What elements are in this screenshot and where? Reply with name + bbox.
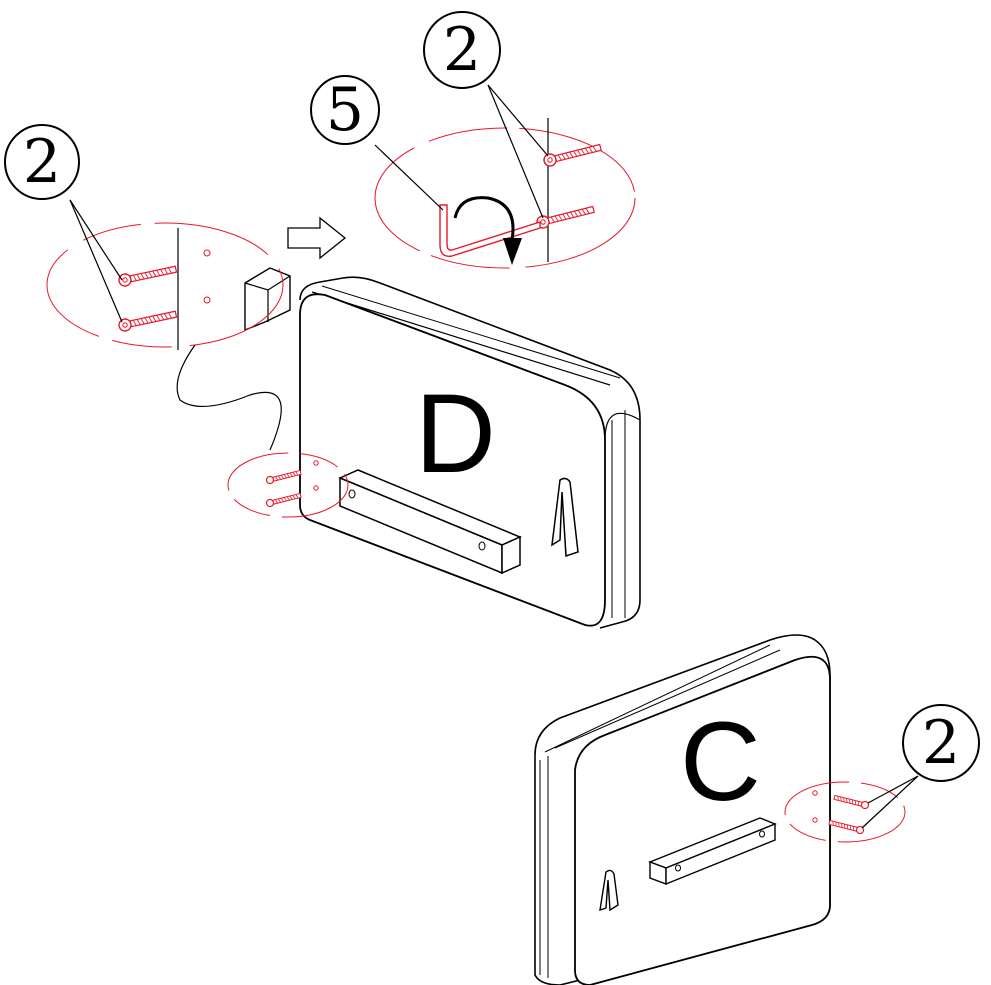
svg-text:2: 2 [443, 15, 481, 85]
outline-arrow-icon [287, 216, 347, 260]
panel-c-rail [648, 817, 777, 886]
panel-c-label: C [680, 699, 761, 824]
svg-text:2: 2 [922, 708, 960, 778]
callout-c1: 2 [4, 124, 123, 323]
bolt-group-top-left [46, 222, 284, 451]
callout-c3: 2 [423, 11, 549, 219]
bolt-group-top [374, 118, 636, 269]
panel-d-clip [551, 477, 579, 558]
svg-text:2: 2 [23, 127, 61, 197]
panel-d: D [299, 276, 641, 629]
panel-d-rail [338, 469, 522, 575]
hex-key-icon [439, 204, 541, 257]
bolt-group-d-bottom [227, 452, 349, 518]
rotate-arrow-icon [453, 196, 515, 241]
callout-c4: 2 [861, 704, 980, 829]
bolt-group-c-right [784, 781, 906, 843]
panel-c-clip [599, 869, 619, 912]
callout-c2: 5 [310, 75, 444, 211]
panel-c: C [534, 634, 831, 985]
svg-text:5: 5 [326, 75, 364, 145]
panel-d-label: D [415, 371, 496, 496]
